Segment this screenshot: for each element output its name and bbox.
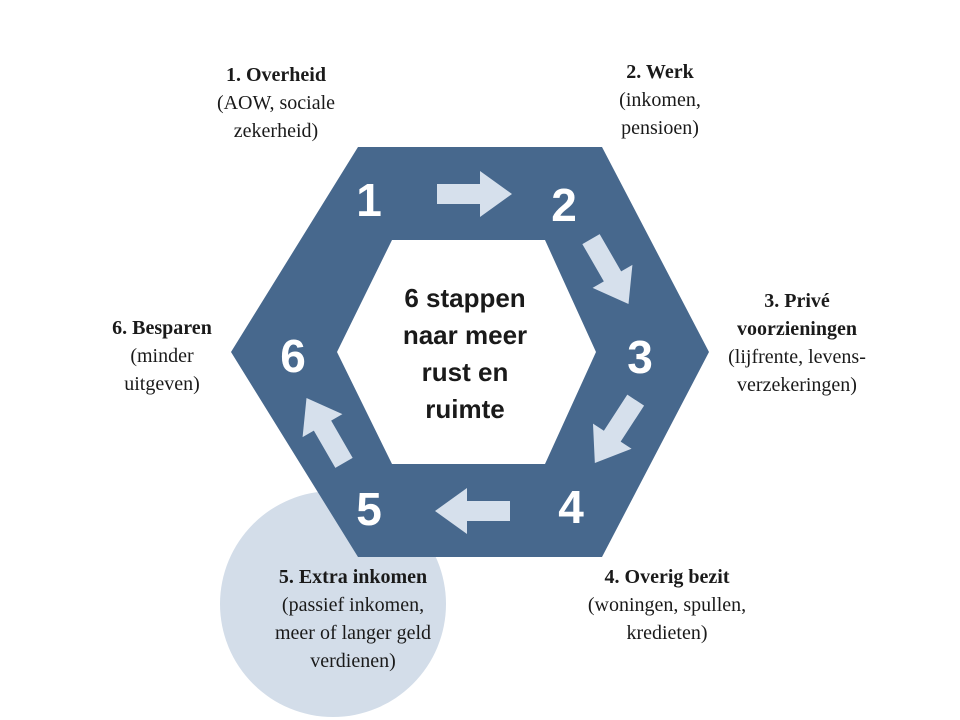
step-number-5: 5 bbox=[356, 483, 382, 535]
step-title: 6. Besparen bbox=[112, 317, 212, 339]
step-label-besparen: 6. Besparen (minder uitgeven) bbox=[92, 314, 232, 398]
step-description: (AOW, sociale bbox=[216, 92, 336, 114]
block-arrow-icon bbox=[592, 394, 645, 464]
step-description: (minder bbox=[130, 345, 194, 367]
step-description: verzekeringen) bbox=[737, 374, 857, 396]
block-arrow-icon bbox=[302, 397, 353, 468]
step-description: meer of langer geld bbox=[274, 622, 432, 644]
step-description: verdienen) bbox=[310, 650, 396, 672]
center-title-line: ruimte bbox=[425, 394, 505, 424]
step-label-prive-voorzieningen: 3. Privé voorzieningen (lijfrente, leven… bbox=[712, 287, 882, 399]
block-arrow-icon bbox=[435, 488, 510, 534]
step-description: pensioen) bbox=[621, 117, 699, 139]
center-title-line: rust en bbox=[421, 357, 509, 387]
step-title: 5. Extra inkomen bbox=[278, 566, 428, 588]
step-label-extra-inkomen: 5. Extra inkomen (passief inkomen, meer … bbox=[243, 563, 463, 675]
step-title: 3. Privé bbox=[764, 290, 830, 312]
step-description: uitgeven) bbox=[124, 373, 200, 395]
step-number-3: 3 bbox=[627, 331, 653, 383]
step-description: (inkomen, bbox=[619, 89, 701, 111]
step-description: zekerheid) bbox=[233, 120, 319, 142]
center-title-line: naar meer bbox=[402, 320, 528, 350]
step-description: kredieten) bbox=[626, 622, 708, 644]
step-label-werk: 2. Werk (inkomen, pensioen) bbox=[575, 58, 745, 142]
center-title: 6 stappen naar meer rust en ruimte bbox=[380, 280, 550, 428]
block-arrow-icon bbox=[582, 234, 633, 305]
step-number-4: 4 bbox=[558, 481, 584, 533]
step-number-1: 1 bbox=[356, 174, 382, 226]
step-description: (passief inkomen, bbox=[281, 594, 425, 616]
step-title: 2. Werk bbox=[626, 61, 694, 83]
step-number-2: 2 bbox=[551, 179, 577, 231]
center-title-line: 6 stappen bbox=[404, 283, 526, 313]
block-arrow-icon bbox=[437, 171, 512, 217]
flow-arrows bbox=[302, 171, 645, 534]
step-title: 1. Overheid bbox=[226, 64, 326, 86]
step-title: voorzieningen bbox=[737, 318, 857, 340]
step-title: 4. Overig bezit bbox=[604, 566, 730, 588]
step-numbers: 1 2 3 4 5 6 bbox=[280, 174, 653, 535]
step-description: (woningen, spullen, bbox=[587, 594, 747, 616]
step-label-overig-bezit: 4. Overig bezit (woningen, spullen, kred… bbox=[562, 563, 772, 647]
step-label-overheid: 1. Overheid (AOW, sociale zekerheid) bbox=[186, 61, 366, 145]
step-number-6: 6 bbox=[280, 330, 306, 382]
step-description: (lijfrente, levens- bbox=[728, 346, 866, 368]
